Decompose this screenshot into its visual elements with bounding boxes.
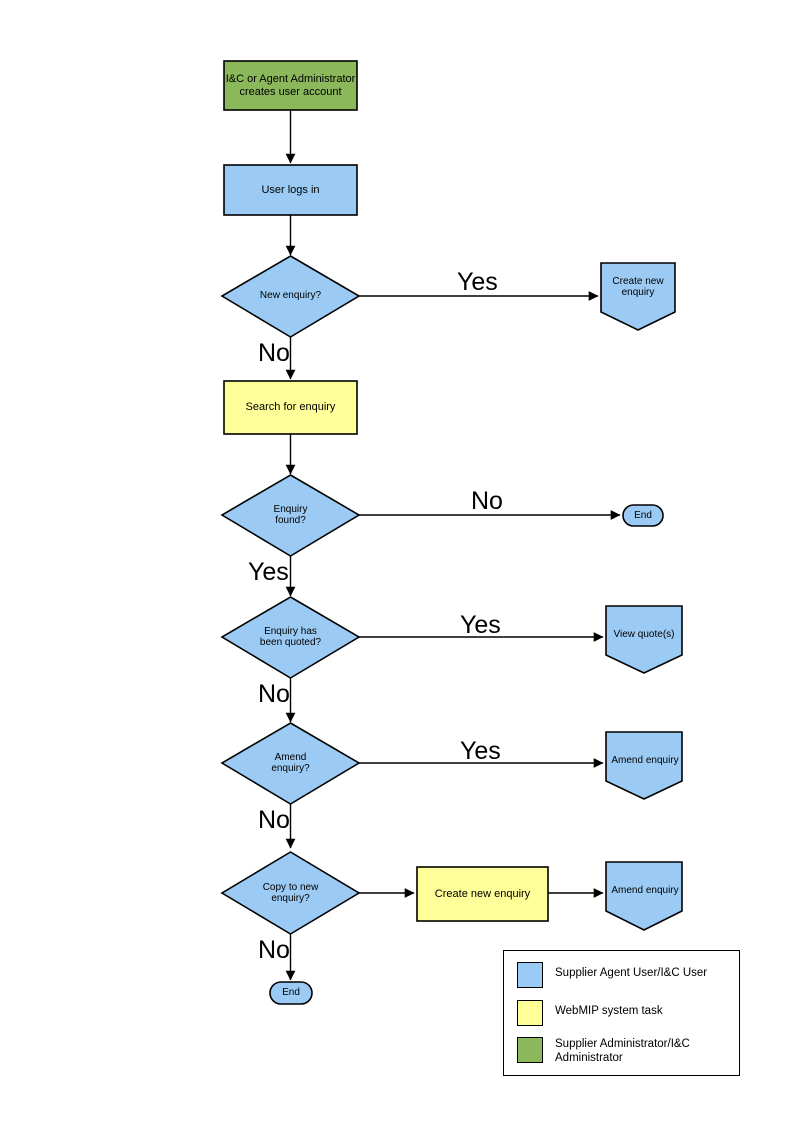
- node-create-new-enquiry-bottom[interactable]: [416, 866, 549, 922]
- legend-label-system: WebMIP system task: [555, 1005, 663, 1017]
- node-end-bottom[interactable]: [269, 981, 313, 1005]
- node-amend-enquiry-1[interactable]: [605, 731, 683, 800]
- legend-box: Supplier Agent User/I&C User WebMIP syst…: [503, 950, 740, 1076]
- legend-item-system: WebMIP system task: [517, 1000, 729, 1026]
- node-admin-creates-account[interactable]: [223, 60, 358, 111]
- node-enquiry-found-decision[interactable]: [220, 474, 361, 557]
- node-copy-to-new-enquiry-decision[interactable]: [220, 851, 361, 935]
- node-search-for-enquiry[interactable]: [223, 380, 358, 435]
- legend-label-user: Supplier Agent User/I&C User: [555, 967, 708, 979]
- legend-swatch-admin: [517, 1037, 543, 1063]
- legend-swatch-user: [517, 962, 543, 988]
- node-amend-enquiry-2[interactable]: [605, 861, 683, 931]
- node-enquiry-quoted-decision[interactable]: [220, 596, 361, 679]
- connector-group: [285, 110, 621, 981]
- node-new-enquiry-decision[interactable]: [220, 255, 361, 338]
- node-amend-enquiry-decision[interactable]: [220, 722, 361, 805]
- legend-item-admin: Supplier Administrator/I&C Administrator: [517, 1037, 729, 1066]
- node-create-new-enquiry-top[interactable]: [600, 262, 676, 331]
- legend-item-user: Supplier Agent User/I&C User: [517, 962, 729, 988]
- legend-swatch-system: [517, 1000, 543, 1026]
- node-view-quotes[interactable]: [605, 605, 683, 674]
- node-end-top[interactable]: [622, 504, 664, 527]
- legend-label-admin: Supplier Administrator/I&C Administrator: [555, 1038, 690, 1065]
- node-user-logs-in[interactable]: [223, 164, 358, 216]
